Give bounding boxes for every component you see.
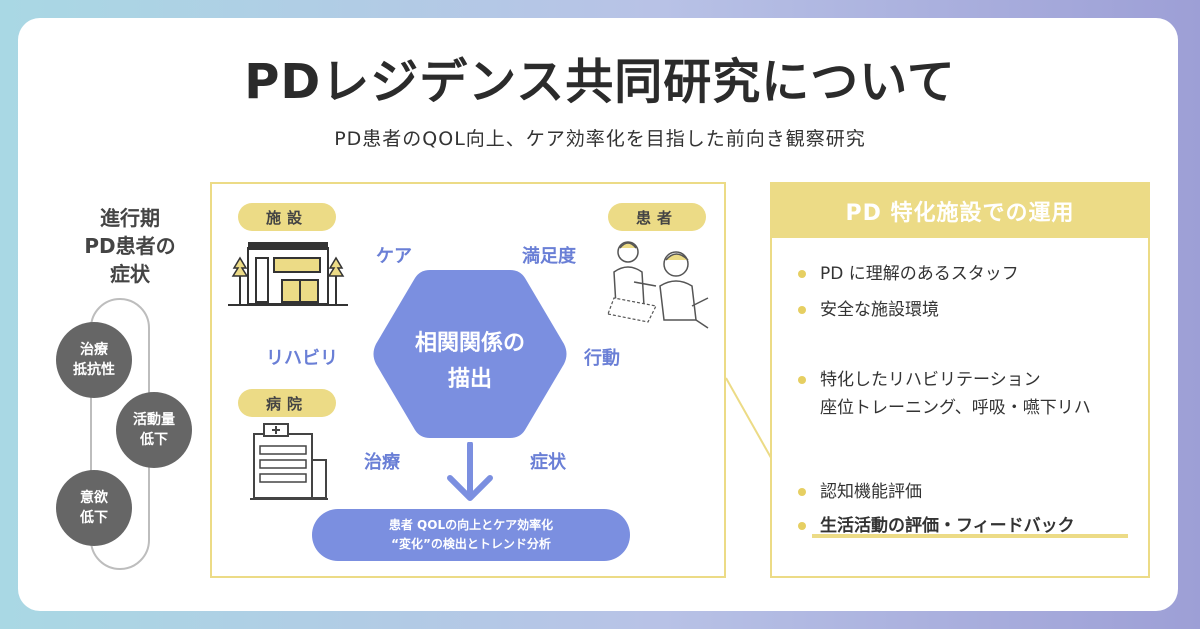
label-rehab: リハビリ xyxy=(266,348,338,369)
bullet-dot-icon xyxy=(798,522,806,530)
page-subtitle: PD患者のQOL向上、ケア効率化を目指した前向き観察研究 xyxy=(334,128,866,150)
center-label: 相関関係の 描出 xyxy=(414,331,525,392)
label-activity: 行動 xyxy=(584,348,620,369)
symptom-treatment-resistance: 治療 抵抗性 xyxy=(56,322,132,398)
symptom-motivation-decrease: 意欲 低下 xyxy=(56,470,132,546)
tag-facility: 施設 xyxy=(238,203,336,231)
operation-header: PD 特化施設での運用 xyxy=(772,184,1148,238)
page-title: PDレジデンス共同研究について xyxy=(244,54,956,110)
result-line-1: 患者 QOLの向上とケア効率化 xyxy=(388,518,554,532)
patient-illustration-icon xyxy=(607,241,709,329)
label-satisfaction: 満足度 xyxy=(522,246,576,267)
bullet-dot-icon xyxy=(798,376,806,384)
operation-item: 安全な施設環境 xyxy=(798,296,939,324)
symptoms-title: 進行期 PD患者の 症状 xyxy=(84,206,176,286)
bullet-dot-icon xyxy=(798,306,806,314)
bullet-dot-icon xyxy=(798,270,806,278)
result-pill: 患者 QOLの向上とケア効率化 “変化”の検出とトレンド分析 xyxy=(312,509,630,561)
facility-building-icon xyxy=(228,242,348,306)
label-care: ケア xyxy=(376,246,412,267)
correlation-hexagon xyxy=(373,270,567,438)
operation-item: 特化したリハビリテーション 座位トレーニング、呼吸・嚥下リハ xyxy=(798,366,1091,422)
hospital-building-icon xyxy=(250,423,328,500)
bullet-dot-icon xyxy=(798,488,806,496)
operation-item: 認知機能評価 xyxy=(798,478,922,506)
tag-patient: 患者 xyxy=(608,203,706,231)
tag-hospital: 病院 xyxy=(238,389,336,417)
result-line-2: “変化”の検出とトレンド分析 xyxy=(391,537,551,551)
operation-item-highlight: 生活活動の評価・フィードバック xyxy=(798,512,1075,540)
operation-panel: PD 特化施設での運用 xyxy=(770,182,1150,578)
label-treatment: 治療 xyxy=(364,452,400,473)
highlight-underline xyxy=(812,534,1128,538)
operation-item: PD に理解のあるスタッフ xyxy=(798,260,1019,288)
down-arrow-icon xyxy=(447,442,493,501)
symptom-activity-decrease: 活動量 低下 xyxy=(116,392,192,468)
label-symptom: 症状 xyxy=(530,452,566,473)
